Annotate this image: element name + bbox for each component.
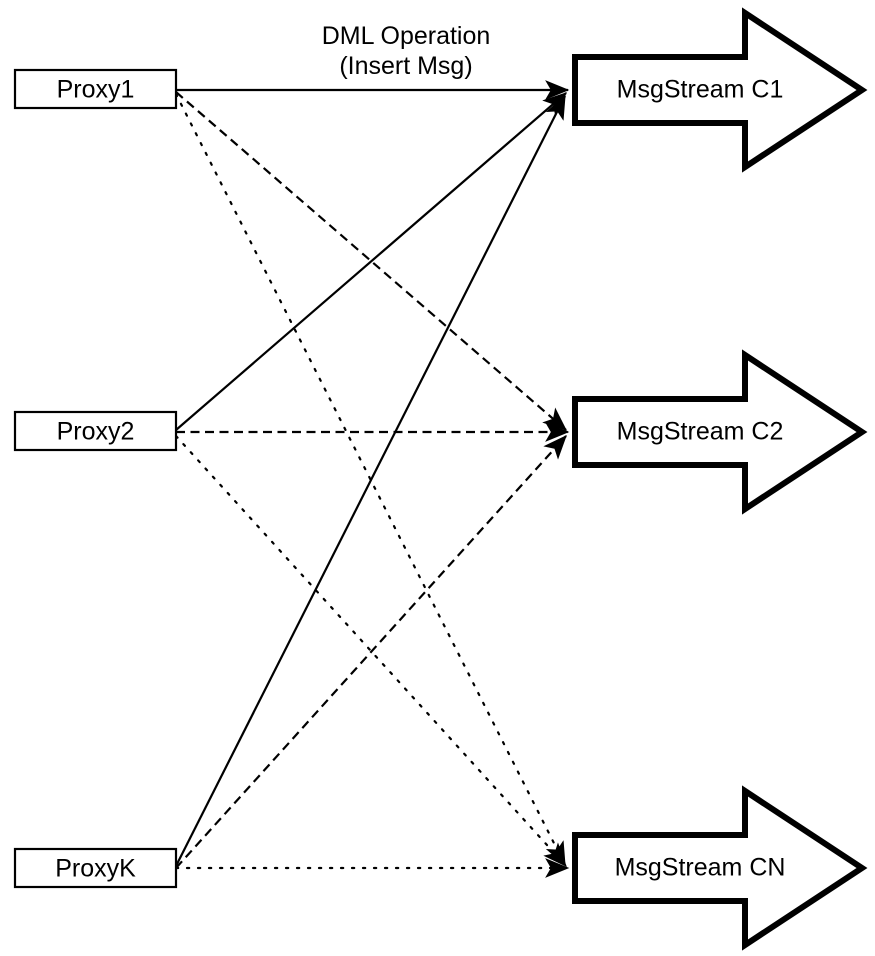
msgstream-node-c2[interactable]: MsgStream C2 (572, 349, 868, 515)
msgstream-node-c1[interactable]: MsgStream C1 (572, 7, 868, 173)
annotation-line-1: DML Operation (322, 22, 491, 50)
proxyk-label: ProxyK (55, 855, 136, 883)
msgstream-c1-label: MsgStream C1 (617, 76, 784, 104)
proxy-node-proxyk[interactable]: ProxyK (13, 847, 178, 889)
msgstream-c2-block-arrow[interactable] (572, 349, 868, 515)
proxy-node-proxy1[interactable]: Proxy1 (13, 68, 178, 110)
annotation-line-2: (Insert Msg) (339, 52, 472, 80)
proxy1-label: Proxy1 (57, 76, 135, 104)
proxy2-label: Proxy2 (57, 418, 135, 446)
msgstream-cn-label: MsgStream CN (615, 854, 786, 882)
msgstream-c1-block-arrow[interactable] (572, 7, 868, 173)
edge-proxy2-to-stream-cn (174, 434, 568, 868)
msgstream-node-cn[interactable]: MsgStream CN (572, 785, 868, 951)
msgstream-arrow-group: MsgStream C1 MsgStream C2 MsgStream CN (572, 7, 868, 951)
edge-proxy2-to-stream-c1 (175, 92, 567, 431)
proxy2-box[interactable] (13, 410, 178, 452)
proxy1-box[interactable] (13, 68, 178, 110)
dml-operation-annotation: DML Operation (Insert Msg) (322, 22, 491, 80)
edge-proxyk-to-stream-c2 (175, 435, 567, 869)
edge-proxyk-to-stream-c1 (175, 94, 566, 867)
msgstream-c2-label: MsgStream C2 (617, 418, 784, 446)
proxyk-box[interactable] (13, 847, 178, 889)
proxy-node-group: Proxy1 Proxy2 ProxyK (13, 68, 178, 889)
msgstream-cn-block-arrow[interactable] (572, 785, 868, 951)
proxy-node-proxy2[interactable]: Proxy2 (13, 410, 178, 452)
edge-layer (174, 80, 570, 878)
